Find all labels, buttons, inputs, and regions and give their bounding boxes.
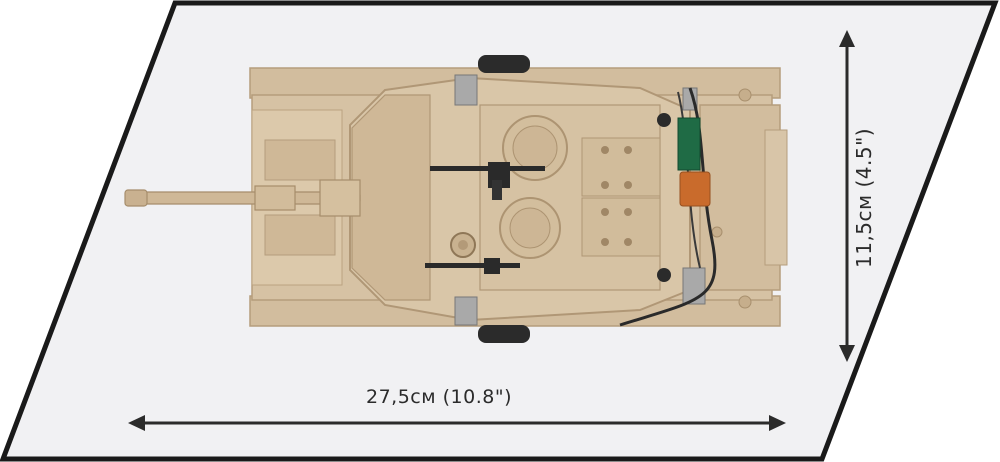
width-dimension-label: 27,5см (10.8"): [366, 386, 512, 408]
grey-fitting: [454, 296, 478, 326]
periscope-lens: [458, 240, 468, 250]
hull-plate: [264, 139, 336, 181]
plate-stud: [624, 238, 632, 246]
commander-machine-gun: [430, 162, 545, 200]
black-stud: [657, 268, 671, 282]
grey-fitting: [454, 74, 478, 106]
main-gun: [124, 179, 361, 217]
hull-plate: [264, 214, 336, 256]
height-dimension-label: 11,5см (4.5"): [852, 127, 876, 268]
orange-container: [679, 171, 711, 207]
loader-machine-gun: [425, 258, 520, 274]
plate-stud: [601, 238, 609, 246]
turret-front: [351, 94, 431, 301]
tank-model: [124, 55, 788, 343]
turret-plate: [581, 197, 661, 257]
hull-stud: [738, 295, 752, 309]
plate-stud: [601, 181, 609, 189]
green-container: [677, 117, 701, 171]
black-roller: [478, 325, 530, 343]
black-stud: [657, 113, 671, 127]
black-roller: [478, 55, 530, 73]
plate-stud: [624, 208, 632, 216]
hull-stud: [738, 88, 752, 102]
plate-stud: [624, 181, 632, 189]
plate-stud: [601, 146, 609, 154]
turret-plate: [581, 137, 661, 197]
height-dimension-arrow: [839, 30, 855, 362]
muzzle: [124, 189, 148, 207]
hatch-ring: [509, 207, 551, 249]
gun-mantlet: [319, 179, 361, 217]
hull-stud: [711, 226, 723, 238]
plate-stud: [601, 208, 609, 216]
rear-plate: [764, 129, 788, 266]
gun-sleeve: [254, 185, 296, 211]
plate-stud: [624, 146, 632, 154]
hatch-ring: [512, 125, 558, 171]
width-dimension-arrow: [128, 415, 786, 431]
